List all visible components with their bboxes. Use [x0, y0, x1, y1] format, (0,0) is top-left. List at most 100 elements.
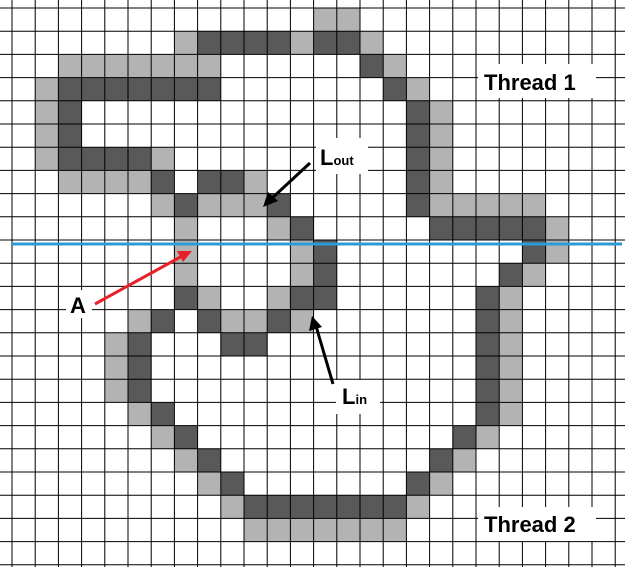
dark-pixel [267, 309, 291, 333]
dark-pixel [244, 495, 268, 519]
light-pixel [336, 8, 360, 32]
dark-pixel [128, 77, 152, 101]
light-pixel [104, 379, 128, 403]
light-pixel [290, 309, 314, 333]
dark-pixel [220, 31, 244, 55]
light-pixel [174, 216, 198, 240]
light-pixel [267, 518, 291, 542]
arrow-l-in [309, 316, 335, 385]
light-pixel [522, 193, 546, 217]
light-pixel [197, 286, 221, 310]
light-pixel [267, 216, 291, 240]
light-pixel [104, 356, 128, 380]
light-pixel [499, 193, 523, 217]
dark-pixel [452, 216, 476, 240]
arrow-a [94, 251, 192, 306]
light-pixel [244, 518, 268, 542]
dark-pixel [406, 100, 430, 124]
dark-pixel [476, 286, 500, 310]
light-pixel [476, 193, 500, 217]
light-pixel [452, 448, 476, 472]
dark-pixel [174, 286, 198, 310]
dark-pixel [104, 77, 128, 101]
light-pixel [35, 100, 59, 124]
dark-pixel [128, 147, 152, 171]
dark-pixel [267, 31, 291, 55]
dark-pixel [406, 193, 430, 217]
light-pixel [174, 31, 198, 55]
light-pixel [244, 170, 268, 194]
light-pixel [81, 54, 105, 78]
dark-pixel [244, 31, 268, 55]
dark-pixel [220, 332, 244, 356]
dark-pixel [476, 309, 500, 333]
arrow-l-out [263, 161, 312, 207]
dark-pixel [406, 472, 430, 496]
light-pixel [545, 240, 569, 264]
dark-pixel [452, 425, 476, 449]
light-pixel [128, 54, 152, 78]
dark-pixel [406, 147, 430, 171]
light-pixel [313, 518, 337, 542]
dark-pixel [58, 124, 82, 148]
dark-pixel [522, 216, 546, 240]
dark-pixel [151, 77, 175, 101]
light-pixel [197, 54, 221, 78]
dark-pixel [197, 170, 221, 194]
l-in-sub: in [355, 392, 367, 407]
dark-pixel [499, 263, 523, 287]
dark-pixel [313, 286, 337, 310]
light-pixel [220, 193, 244, 217]
dark-pixel [128, 356, 152, 380]
light-pixel [104, 170, 128, 194]
a-label: A [70, 293, 86, 318]
light-pixel [429, 472, 453, 496]
dark-pixel [336, 31, 360, 55]
light-pixel [128, 170, 152, 194]
light-pixel [35, 124, 59, 148]
dark-pixel [313, 31, 337, 55]
dark-pixel [220, 170, 244, 194]
light-pixel [545, 216, 569, 240]
dark-pixel [313, 263, 337, 287]
light-pixel [429, 100, 453, 124]
dark-pixel [476, 332, 500, 356]
light-pixel [197, 193, 221, 217]
dark-pixel [383, 77, 407, 101]
l-in-main: L [342, 384, 355, 409]
l-in-label: Lin [342, 384, 367, 409]
dark-pixel [290, 216, 314, 240]
dark-pixel [429, 448, 453, 472]
l-out-sub: out [333, 153, 354, 168]
dark-pixel [151, 170, 175, 194]
l-out-label: Lout [320, 145, 354, 170]
light-pixel [267, 286, 291, 310]
dark-pixel [197, 448, 221, 472]
light-pixel [220, 309, 244, 333]
dark-pixel [151, 402, 175, 426]
light-pixel [290, 263, 314, 287]
light-pixel [174, 448, 198, 472]
light-pixel [35, 147, 59, 171]
l-in-label-bg [336, 380, 380, 414]
thread-1-label: Thread 1 [484, 70, 576, 95]
dark-pixel [360, 495, 384, 519]
dark-pixel [360, 54, 384, 78]
light-pixel [244, 193, 268, 217]
dark-pixel [104, 147, 128, 171]
dark-pixel [336, 495, 360, 519]
dark-pixel [197, 309, 221, 333]
light-pixel [499, 402, 523, 426]
light-pixel [290, 518, 314, 542]
light-pixel [174, 263, 198, 287]
l-out-label-bg [316, 138, 368, 174]
light-pixel [383, 518, 407, 542]
light-pixel [128, 309, 152, 333]
light-pixel [220, 495, 244, 519]
l-out-main: L [320, 145, 333, 170]
dark-pixel [58, 100, 82, 124]
light-pixel [290, 31, 314, 55]
light-pixel [499, 356, 523, 380]
dark-pixel [244, 332, 268, 356]
